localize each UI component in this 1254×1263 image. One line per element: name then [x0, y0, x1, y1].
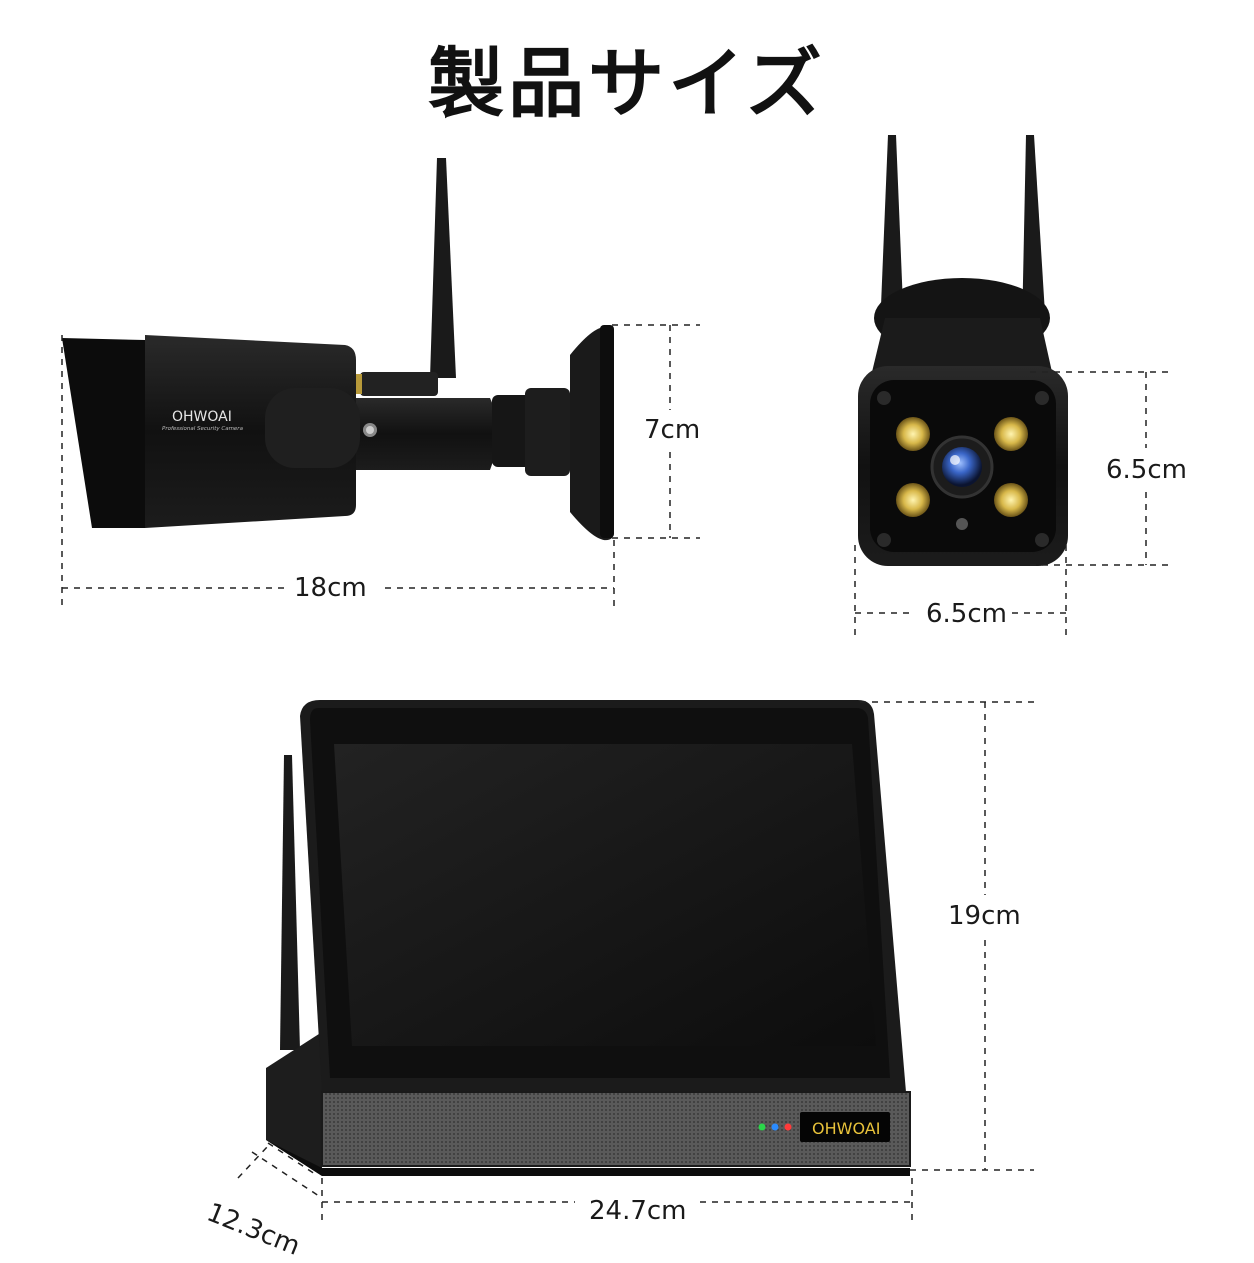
- monitor: OHWOAI: [266, 700, 911, 1176]
- monitor-antenna: [280, 755, 300, 1050]
- antenna-left: [880, 135, 904, 330]
- monitor-brand-badge: [800, 1112, 890, 1142]
- monitor-brand-text: OHWOAI: [812, 1119, 880, 1138]
- monitor-width-label: 24.7cm: [585, 1196, 691, 1226]
- square-width-label: 6.5cm: [922, 599, 1011, 629]
- camera-tagline-text: Professional Security Camera: [162, 426, 244, 432]
- antenna-right: [1022, 135, 1046, 330]
- square-camera: [858, 135, 1068, 566]
- led-top-left: [896, 417, 930, 451]
- bullet-length-label: 18cm: [290, 573, 371, 603]
- bullet-camera: OHWOAI Professional Security Camera: [62, 158, 614, 541]
- led-top-right: [994, 417, 1028, 451]
- square-dimension-lines: [854, 371, 1172, 636]
- square-height-label: 6.5cm: [1102, 455, 1191, 485]
- monitor-screen: [334, 744, 876, 1046]
- bullet-height-label: 7cm: [640, 415, 705, 445]
- camera-body: [62, 338, 145, 528]
- camera-brand-text: OHWOAI: [172, 409, 232, 425]
- bullet-dimension-lines: [61, 324, 700, 610]
- monitor-dimension-lines: [237, 701, 1034, 1220]
- led-bottom-right: [994, 483, 1028, 517]
- monitor-height-label: 19cm: [944, 901, 1025, 931]
- camera-lens: [942, 447, 982, 487]
- antenna: [430, 158, 456, 378]
- led-bottom-left: [896, 483, 930, 517]
- page-title: 製品サイズ: [428, 39, 826, 128]
